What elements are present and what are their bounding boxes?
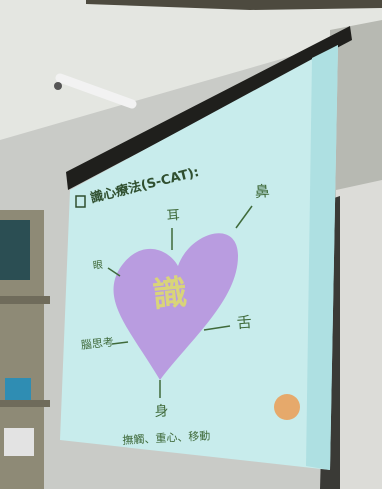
- line-mind: [111, 341, 129, 345]
- shelf-board: [0, 296, 50, 304]
- line-nose: [235, 205, 253, 229]
- screen-edge-shade: [306, 45, 338, 470]
- top-shadow: [86, 0, 382, 10]
- label-mind: 腦思考: [80, 335, 115, 352]
- ceiling-light: [55, 73, 137, 109]
- orange-dot: [274, 394, 300, 420]
- label-eye: 眼: [92, 259, 104, 272]
- right-door: [336, 180, 382, 489]
- slide-icon: [75, 195, 86, 208]
- ceiling: [0, 0, 382, 140]
- screen-housing: [66, 26, 352, 190]
- shelf-board-2: [0, 400, 50, 407]
- label-ear: 耳: [166, 208, 181, 224]
- line-eye: [107, 267, 121, 277]
- ceiling-sensor: [54, 82, 62, 90]
- label-nose: 鼻: [254, 181, 271, 201]
- line-tongue: [203, 325, 231, 331]
- label-tongue: 舌: [236, 312, 253, 332]
- left-window: [0, 220, 30, 280]
- heart-center-char: 識: [150, 272, 189, 316]
- white-box: [4, 428, 34, 456]
- heart-shape: [113, 233, 238, 380]
- label-body: 身: [154, 403, 169, 420]
- blue-box: [5, 378, 31, 400]
